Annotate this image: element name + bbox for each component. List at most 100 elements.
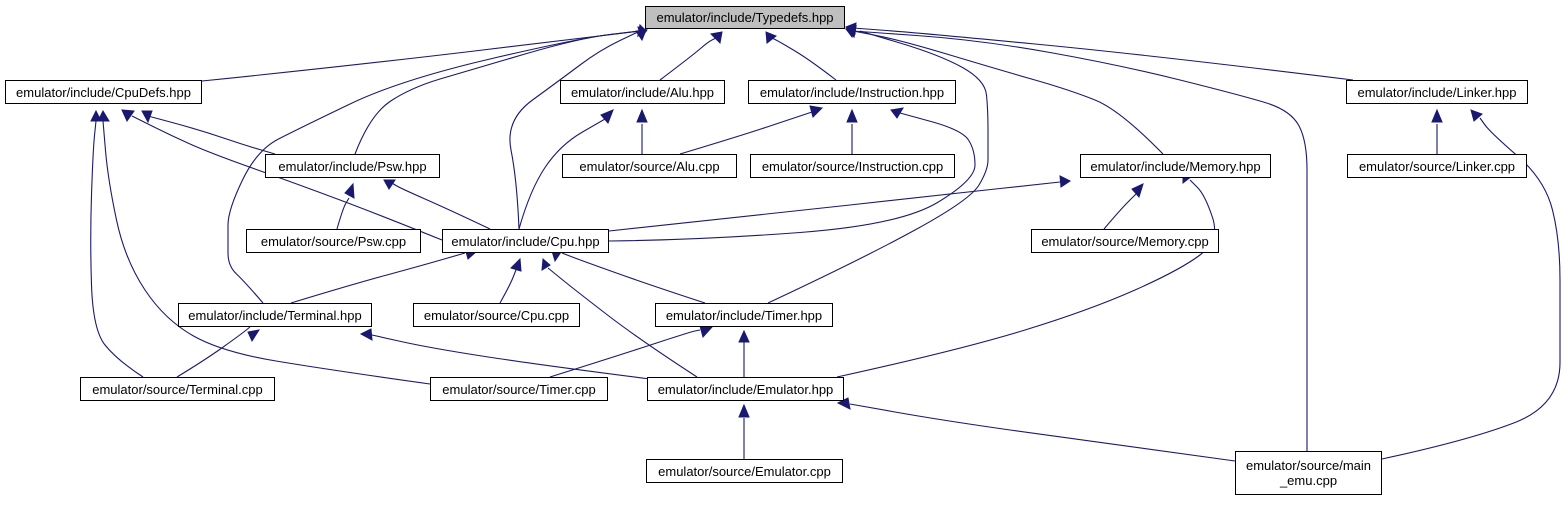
- node-typedefs: emulator/include/Typedefs.hpp: [645, 6, 845, 29]
- edge-line: [561, 252, 706, 304]
- edge-line: [679, 111, 813, 155]
- node-alu-hpp[interactable]: emulator/include/Alu.hpp: [560, 80, 725, 104]
- edge-line: [549, 329, 701, 378]
- edge-alu-cpp-to-instr-hpp: [679, 105, 824, 155]
- edge-arrowhead: [359, 328, 373, 341]
- edge-alu-cpp-to-alu-hpp: [636, 108, 648, 154]
- edge-arrowhead: [121, 109, 135, 123]
- edge-line: [852, 30, 1308, 451]
- edge-instr-hpp-to-typedefs: [765, 31, 837, 81]
- node-emulator-cpp[interactable]: emulator/source/Emulator.cpp: [646, 459, 843, 483]
- edge-emulator-cpp-to-emulator-hpp: [738, 403, 750, 459]
- edge-line: [852, 30, 1164, 155]
- node-psw-cpp[interactable]: emulator/source/Psw.cpp: [246, 229, 421, 253]
- edge-arrowhead: [635, 29, 647, 42]
- edge-linker-hpp-to-typedefs: [845, 22, 1354, 81]
- edge-line: [547, 267, 698, 378]
- node-linker-cpp[interactable]: emulator/source/Linker.cpp: [1347, 154, 1527, 178]
- edge-psw-hpp-to-cpudefs: [141, 110, 276, 155]
- edge-terminal-cpp-to-cpudefs: [90, 109, 144, 378]
- edge-line: [767, 30, 989, 304]
- edge-line: [176, 326, 251, 378]
- edge-arrowhead: [1059, 175, 1071, 188]
- edge-arrowhead: [600, 109, 614, 124]
- node-emulator-hpp[interactable]: emulator/include/Emulator.hpp: [647, 377, 844, 401]
- edge-terminal-hpp-to-cpu-hpp: [290, 247, 479, 304]
- edge-line: [201, 30, 641, 82]
- edge-arrowhead: [344, 182, 355, 199]
- edge-arrowhead: [141, 110, 153, 124]
- node-cpu-hpp[interactable]: emulator/include/Cpu.hpp: [442, 229, 609, 253]
- edge-memory-cpp-to-memory-hpp: [1103, 183, 1144, 230]
- edge-line: [608, 181, 1061, 232]
- edge-alu-hpp-to-typedefs: [659, 31, 723, 81]
- edge-arrowhead: [1431, 108, 1443, 123]
- edge-arrowhead: [846, 108, 858, 123]
- edge-cpu-hpp-to-psw-hpp: [383, 179, 491, 230]
- node-terminal-hpp[interactable]: emulator/include/Terminal.hpp: [178, 303, 372, 327]
- node-memory-hpp[interactable]: emulator/include/Memory.hpp: [1080, 154, 1271, 178]
- edge-cpudefs-to-typedefs: [201, 23, 646, 82]
- edge-instr-cpp-to-instr-hpp: [846, 108, 858, 154]
- node-main-emu[interactable]: emulator/source/main _emu.cpp: [1235, 451, 1382, 495]
- edge-line: [147, 115, 276, 155]
- node-terminal-cpp[interactable]: emulator/source/Terminal.cpp: [80, 377, 275, 401]
- edge-terminal-cpp-to-terminal-hpp: [176, 326, 261, 378]
- edge-arrowhead: [510, 257, 522, 272]
- edge-arrowhead: [97, 109, 110, 122]
- edge-main-emu-to-emulator-hpp: [836, 397, 1236, 462]
- edge-arrowhead: [90, 109, 102, 122]
- node-psw-hpp[interactable]: emulator/include/Psw.hpp: [265, 154, 440, 178]
- edge-timer-hpp-to-cpu-hpp: [551, 250, 706, 304]
- edge-arrowhead: [738, 403, 750, 418]
- node-timer-cpp[interactable]: emulator/source/Timer.cpp: [430, 377, 608, 401]
- node-instr-cpp[interactable]: emulator/source/Instruction.cpp: [750, 154, 955, 178]
- edge-arrowhead: [709, 31, 723, 45]
- edge-line: [771, 37, 837, 81]
- edge-arrowhead: [890, 107, 904, 119]
- edge-emulator-hpp-to-cpu-hpp: [541, 257, 698, 378]
- node-alu-cpp[interactable]: emulator/source/Alu.cpp: [562, 154, 737, 178]
- edge-arrowhead: [738, 329, 750, 343]
- edge-line: [1103, 193, 1137, 230]
- node-instr-hpp[interactable]: emulator/include/Instruction.hpp: [748, 80, 956, 104]
- edge-line: [499, 269, 517, 304]
- edge-cpu-hpp-to-memory-hpp: [608, 175, 1071, 232]
- edge-arrowhead: [1131, 183, 1144, 199]
- edge-cpu-hpp-to-typedefs: [509, 29, 647, 230]
- edge-emulator-hpp-to-memory-hpp: [836, 171, 1216, 378]
- edge-arrowhead: [541, 257, 551, 271]
- edge-cpu-cpp-to-cpu-hpp: [499, 257, 522, 304]
- edge-cpu-hpp-to-instr-hpp: [608, 107, 976, 242]
- node-timer-hpp[interactable]: emulator/include/Timer.hpp: [655, 303, 833, 327]
- edge-line: [290, 252, 466, 304]
- edge-linker-cpp-to-linker-hpp: [1431, 108, 1443, 154]
- edge-line: [227, 30, 641, 304]
- edge-line: [836, 179, 1216, 378]
- edge-line: [518, 118, 606, 230]
- edge-line: [509, 30, 641, 230]
- edge-line: [391, 182, 491, 230]
- node-memory-cpp[interactable]: emulator/source/Memory.cpp: [1031, 229, 1219, 253]
- edge-line: [336, 197, 350, 230]
- edge-arrowhead: [383, 179, 396, 190]
- edge-line: [131, 115, 443, 241]
- edge-cpu-hpp-to-alu-hpp: [518, 109, 614, 230]
- edge-line: [354, 30, 641, 155]
- edge-timer-cpp-to-timer-hpp: [549, 325, 714, 378]
- edge-arrowhead: [699, 325, 714, 339]
- edge-line: [852, 27, 1354, 81]
- edge-emulator-hpp-to-terminal-hpp: [359, 328, 651, 380]
- edge-arrowhead: [247, 329, 261, 343]
- node-cpu-cpp[interactable]: emulator/source/Cpu.cpp: [413, 303, 580, 327]
- edge-arrowhead: [765, 31, 777, 44]
- edge-arrowhead: [636, 108, 648, 123]
- node-cpudefs[interactable]: emulator/include/CpuDefs.hpp: [5, 80, 202, 104]
- edge-line: [849, 403, 1236, 462]
- node-linker-hpp[interactable]: emulator/include/Linker.hpp: [1346, 80, 1528, 104]
- edge-arrowhead: [845, 22, 857, 35]
- edge-line: [659, 37, 717, 81]
- edge-arrowhead: [809, 105, 824, 118]
